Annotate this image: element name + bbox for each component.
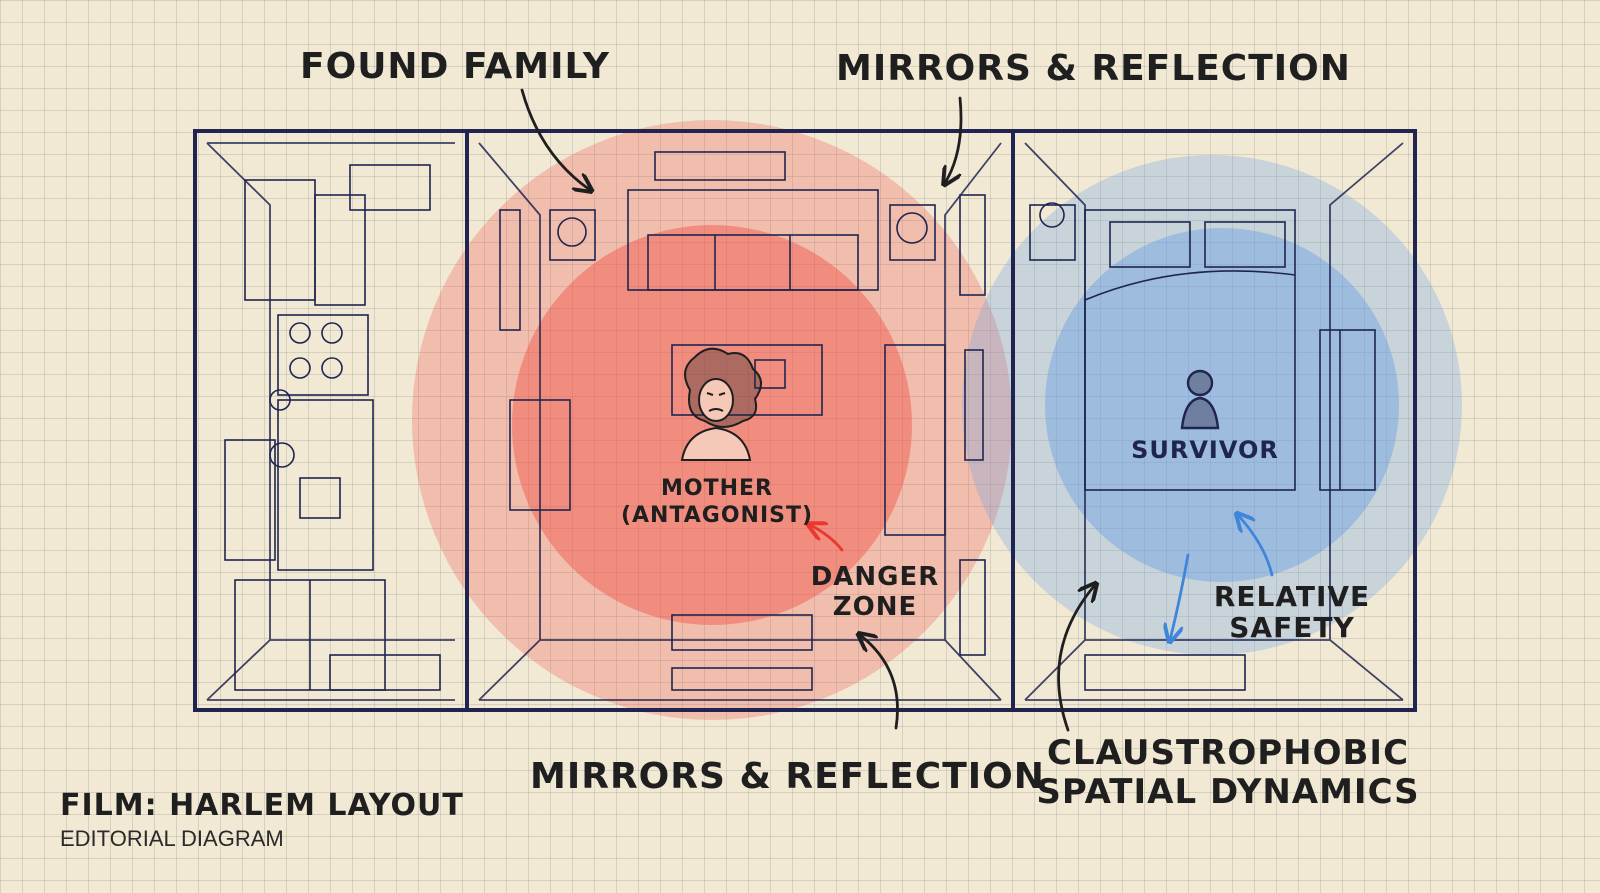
danger-arrow [810,525,844,552]
mirrors-top-label: MIRRORS & REFLECTION [836,48,1351,89]
safety-label-line2: SAFETY [1229,611,1354,644]
claustro-label-line1: CLAUSTROPHOBIC [1047,733,1409,773]
apartment-outline [193,129,1417,712]
room-perspective-lines [206,142,1404,701]
survivor-person-icon [1180,369,1220,430]
claustro-label-line2: SPATIAL DYNAMICS [1036,772,1419,812]
mirrors-bottom-label: MIRRORS & REFLECTION [530,756,1045,797]
mother-label-line2: (ANTAGONIST) [621,503,813,528]
mirrors-bottom-arrow [860,635,899,730]
safety-label-line1: RELATIVE [1214,580,1370,613]
bedroom-furniture [1029,202,1376,691]
claustro-arrow [1057,585,1095,732]
living-room-furniture [499,151,986,691]
survivor-label: SURVIVOR [1131,436,1279,464]
safety-zone-inner [1045,228,1399,582]
annotation-arrows [520,88,1274,732]
safety-arrow-down [1170,553,1190,640]
danger-label-line1: DANGER [811,562,940,592]
danger-label-line2: ZONE [833,592,917,622]
found-family-label: FOUND FAMILY [300,46,610,87]
safety-arrow-up [1238,515,1274,577]
kitchen-furniture [224,164,441,691]
film-title: FILM: HARLEM LAYOUT [60,788,464,823]
found-family-arrow [520,88,590,190]
mother-label-line1: MOTHER [661,476,773,501]
diagram-subtitle: EDITORIAL DIAGRAM [60,826,284,851]
mirrors-top-arrow [945,96,963,183]
mother-portrait-icon [680,347,762,461]
